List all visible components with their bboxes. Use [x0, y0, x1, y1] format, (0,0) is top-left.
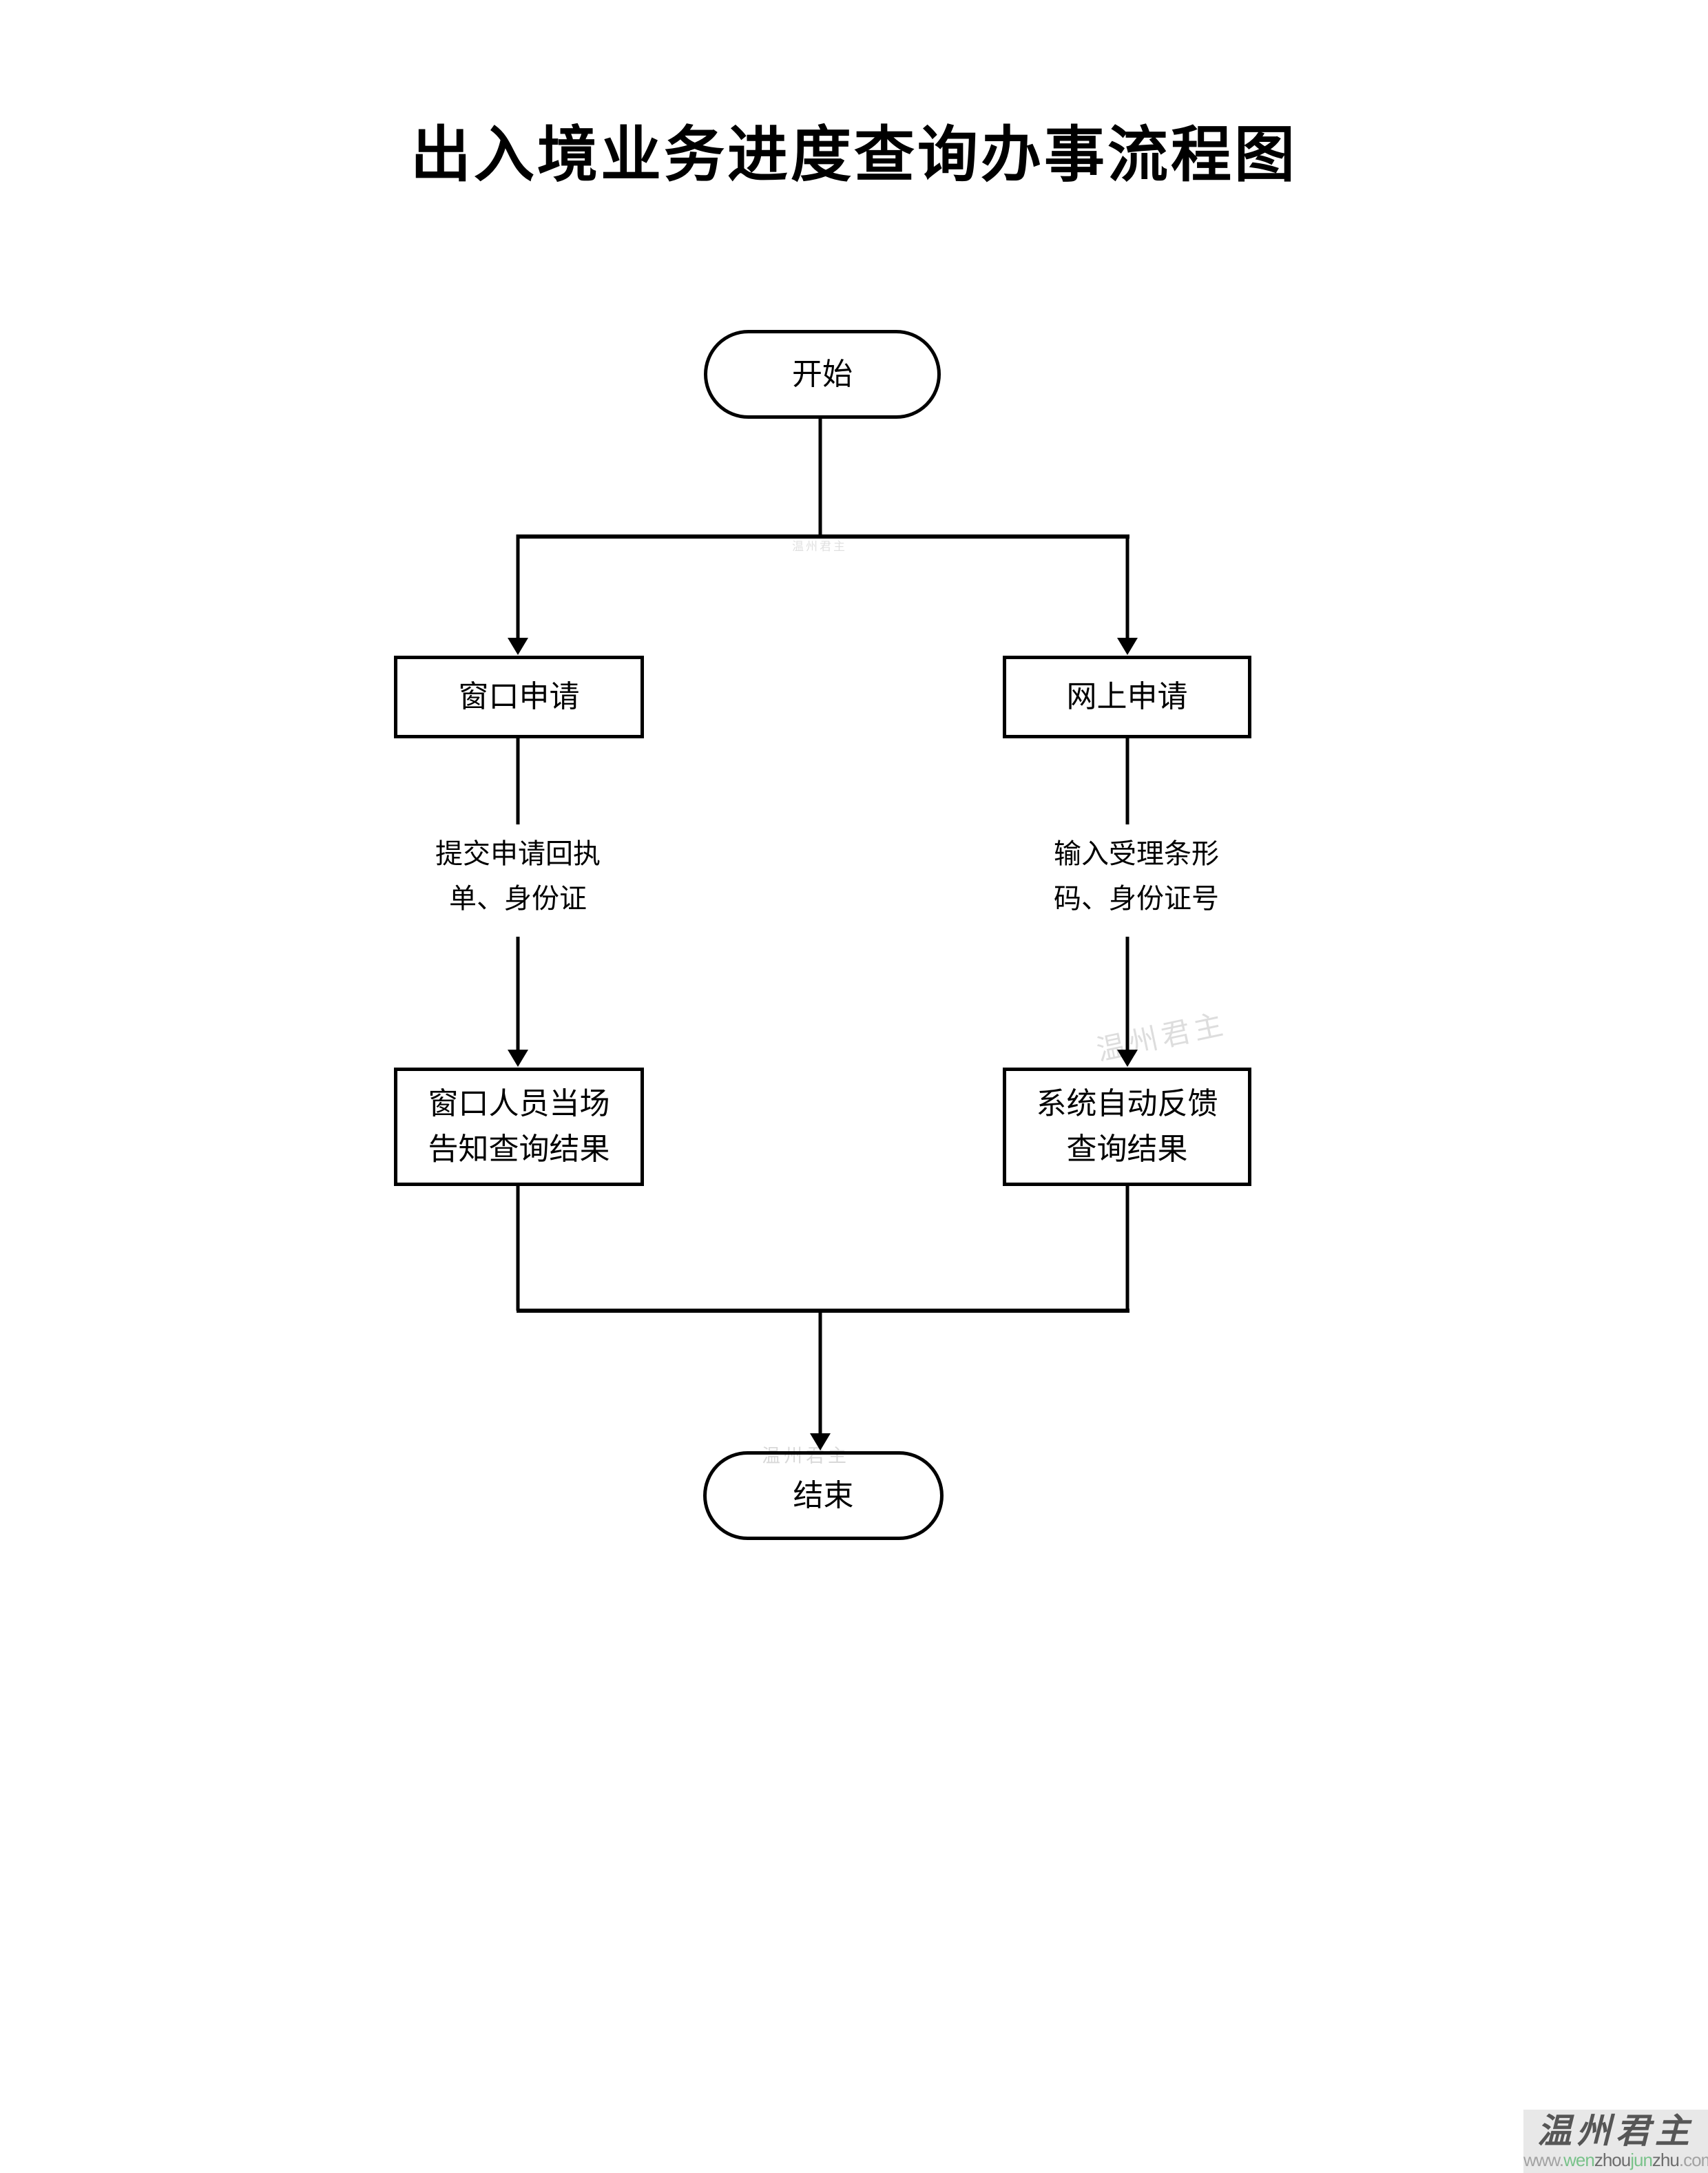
edge-label-submit-receipt: 提交申请回执 单、身份证 — [435, 838, 601, 914]
flow-node-window-apply: 窗口申请 — [394, 656, 644, 738]
page-title: 出入境业务进度查询办事流程图 — [410, 123, 1298, 189]
arrowhead-system-result — [1117, 1050, 1138, 1067]
watermark-url-segment: zhu — [1652, 2150, 1680, 2170]
flow-node-start: 开始 — [704, 330, 941, 419]
flow-node-system-result: 系统自动反馈 查询结果 — [1003, 1068, 1251, 1186]
watermark-url-segment: .com — [1678, 2150, 1708, 2170]
arrowhead-online-apply — [1117, 638, 1138, 655]
flow-node-start-label: 开始 — [792, 357, 853, 391]
watermark-url: www.wenzhoujunzhu.com — [1523, 2150, 1708, 2170]
watermark-url-segment: jun — [1630, 2150, 1653, 2170]
watermark-url-segment: zhou — [1594, 2150, 1631, 2170]
arrowhead-window-apply — [508, 638, 528, 655]
watermark-url-segment: wen — [1563, 2150, 1595, 2170]
flow-node-online-apply: 网上申请 — [1003, 656, 1251, 738]
watermark-brand: 温州君主 — [1537, 2112, 1694, 2150]
site-watermark: 温州君主 www.wenzhoujunzhu.com — [1523, 2110, 1708, 2173]
ghost-watermark: 温州君主 — [792, 540, 847, 553]
flow-node-online-apply-label: 网上申请 — [1066, 680, 1188, 714]
arrowhead-window-result — [508, 1050, 528, 1067]
arrowhead-end — [810, 1433, 831, 1451]
flow-node-window-apply-label: 窗口申请 — [458, 680, 580, 714]
flow-node-end: 结束 — [703, 1451, 944, 1540]
flow-node-window-result: 窗口人员当场 告知查询结果 — [394, 1068, 644, 1186]
ghost-watermark: 温州君主 — [1094, 1008, 1230, 1068]
watermark-url-segment: www. — [1523, 2150, 1564, 2170]
flow-node-window-result-label: 窗口人员当场 告知查询结果 — [428, 1087, 610, 1166]
edge-label-enter-barcode: 输入受理条形 码、身份证号 — [1054, 838, 1219, 914]
flow-node-end-label: 结束 — [793, 1478, 854, 1512]
flow-node-system-result-label: 系统自动反馈 查询结果 — [1036, 1087, 1218, 1166]
